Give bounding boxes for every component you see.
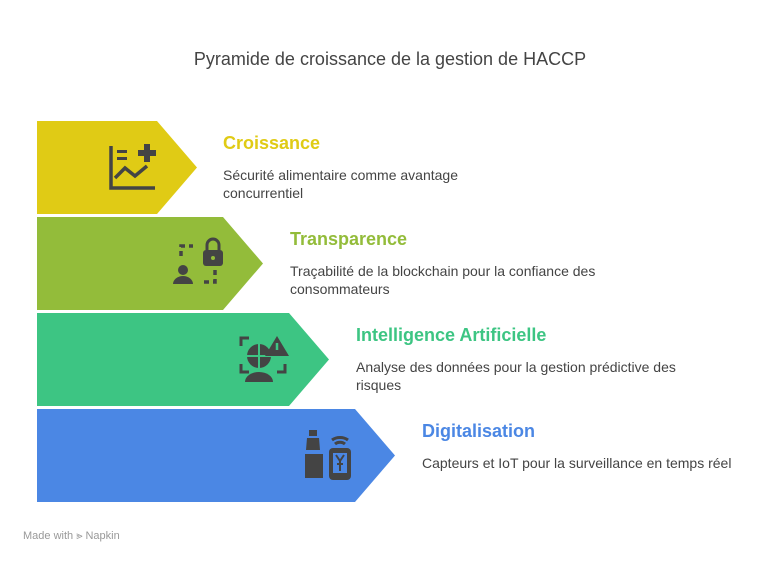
level-description: Analyse des données pour la gestion préd… — [356, 359, 676, 393]
level-title: Croissance — [223, 133, 321, 153]
level-ia: Intelligence Artificielle Analyse des do… — [356, 325, 686, 394]
band-digitalisation — [37, 409, 395, 502]
level-title: Transparence — [290, 229, 408, 249]
level-description: Sécurité alimentaire comme avantage conc… — [223, 167, 459, 201]
level-title: Intelligence Artificielle — [356, 325, 547, 345]
growth-chart-plus-icon — [109, 144, 156, 190]
band-ia — [37, 313, 329, 406]
diagram-title: Pyramide de croissance de la gestion de … — [193, 49, 587, 69]
level-description: Traçabilité de la blockchain pour la con… — [290, 263, 596, 297]
level-digitalisation: Digitalisation Capteurs et IoT pour la s… — [422, 421, 752, 472]
band-transparence — [37, 217, 263, 310]
napkin-watermark: Made with ⪢ Napkin — [23, 530, 120, 542]
level-croissance: Croissance Sécurité alimentaire comme av… — [223, 133, 553, 202]
level-title: Digitalisation — [422, 421, 536, 441]
band-croissance — [37, 121, 197, 214]
risk-analysis-icon — [239, 336, 289, 382]
user-lock-icon — [173, 237, 223, 284]
sensor-phone-icon — [305, 430, 351, 480]
level-transparence: Transparence Traçabilité de la blockchai… — [290, 229, 620, 298]
level-description: Capteurs et IoT pour la surveillance en … — [422, 455, 732, 471]
